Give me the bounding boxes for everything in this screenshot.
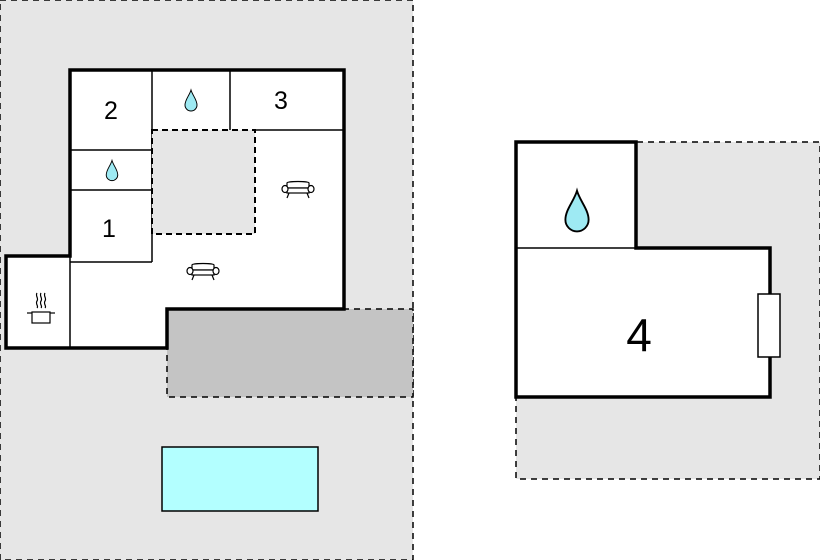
room-label-4: 4: [626, 309, 652, 361]
courtyard: [151, 129, 256, 235]
room-label-3: 3: [274, 87, 288, 115]
cooking-pot-icon: [27, 292, 55, 324]
pool: [161, 446, 319, 512]
terrace: [166, 308, 414, 398]
room-label-1: 1: [102, 215, 116, 243]
room-label-2: 2: [104, 97, 118, 125]
fireplace-icon: [757, 293, 781, 358]
